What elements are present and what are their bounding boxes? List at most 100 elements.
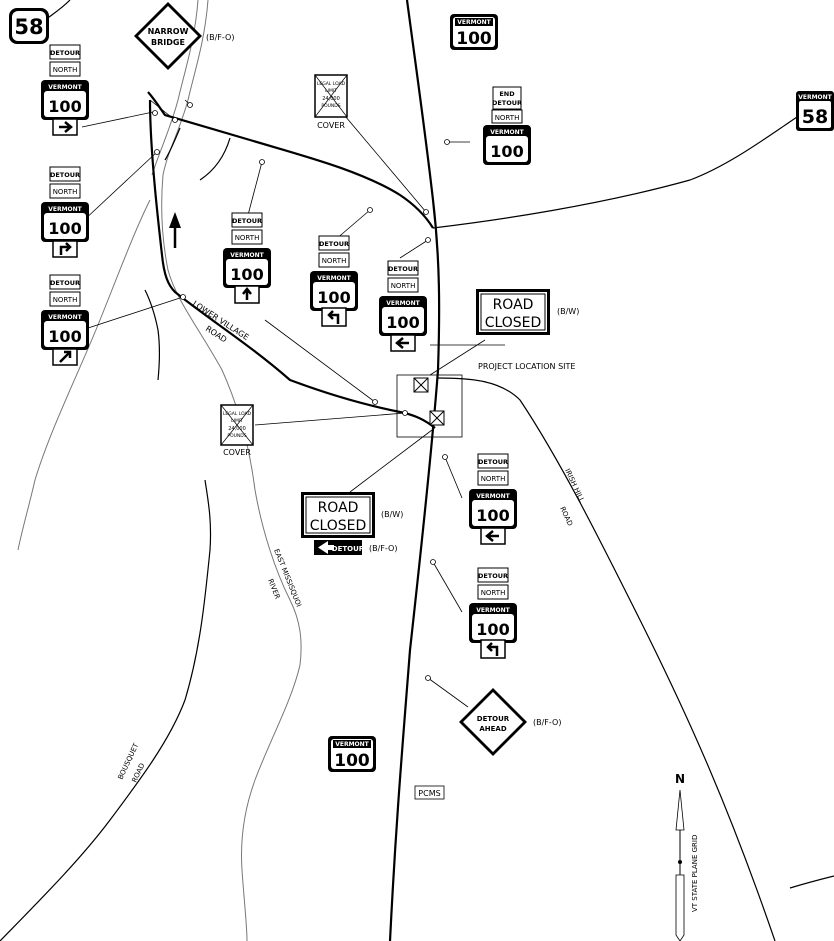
svg-text:24,000: 24,000 <box>322 96 340 102</box>
svg-text:DETOUR: DETOUR <box>332 545 365 553</box>
svg-text:LIMIT: LIMIT <box>231 418 243 424</box>
detour-assembly-4: DETOUR NORTH VERMONT 100 <box>223 212 271 304</box>
svg-text:DETOUR: DETOUR <box>232 217 262 225</box>
svg-text:LIMIT: LIMIT <box>325 88 337 94</box>
svg-text:CLOSED: CLOSED <box>310 518 367 534</box>
svg-text:100: 100 <box>48 327 81 346</box>
svg-text:100: 100 <box>476 506 509 525</box>
traffic-direction-arrow <box>169 212 181 248</box>
svg-text:NORTH: NORTH <box>322 257 347 265</box>
svg-text:DETOUR: DETOUR <box>492 99 522 107</box>
road-closed-sign-north: ROAD CLOSED <box>476 289 550 335</box>
svg-text:BRIDGE: BRIDGE <box>151 38 185 47</box>
detour-ahead-sign: DETOUR AHEAD <box>459 688 527 756</box>
svg-text:VERMONT: VERMONT <box>48 206 82 213</box>
svg-text:VERMONT: VERMONT <box>48 314 82 321</box>
svg-text:NORTH: NORTH <box>495 114 520 122</box>
river-label-2: RIVER <box>266 578 281 601</box>
svg-text:VERMONT: VERMONT <box>457 19 491 26</box>
svg-text:100: 100 <box>48 219 81 238</box>
legal-load-sign-top: LEGAL LOAD LIMIT 24,000 POUNDS <box>314 74 348 118</box>
svg-text:VERMONT: VERMONT <box>317 275 351 282</box>
narrow-bridge-note: (B/F-O) <box>206 33 234 42</box>
side-road-2 <box>164 127 181 161</box>
svg-text:POUNDS: POUNDS <box>227 433 246 439</box>
lower-village-road-north <box>147 91 434 229</box>
route-58-east <box>432 114 801 229</box>
svg-text:VERMONT: VERMONT <box>476 493 510 500</box>
svg-text:58: 58 <box>802 106 828 128</box>
end-detour-assembly: END DETOUR NORTH VERMONT 100 <box>483 86 531 165</box>
svg-text:VERMONT: VERMONT <box>386 300 420 307</box>
svg-text:END: END <box>499 90 515 98</box>
svg-text:DETOUR: DETOUR <box>478 458 508 466</box>
detour-assembly-6: DETOUR NORTH VERMONT 100 <box>379 260 427 352</box>
legal-load-sign-bottom: LEGAL LOAD LIMIT 24,000 POUNDS <box>220 404 254 446</box>
project-location-site: PROJECT LOCATION SITE <box>396 362 575 438</box>
svg-text:N: N <box>675 772 685 786</box>
svg-text:NARROW: NARROW <box>148 27 189 36</box>
road-closed-sign-south: ROAD CLOSED <box>301 492 375 538</box>
sign-posts <box>152 102 450 681</box>
bousquet-road <box>0 479 212 941</box>
narrow-bridge-sign: NARROW BRIDGE <box>134 2 202 70</box>
road-closed-south-note: (B/W) <box>381 510 403 519</box>
svg-text:LEGAL LOAD: LEGAL LOAD <box>317 81 346 87</box>
route-100-road <box>388 0 441 941</box>
svg-text:ROAD: ROAD <box>493 297 534 313</box>
detour-assembly-7: DETOUR NORTH VERMONT 100 <box>469 453 517 545</box>
route-58-shield-west: 58 <box>9 8 49 44</box>
svg-text:VERMONT: VERMONT <box>476 607 510 614</box>
east-spur <box>789 875 834 889</box>
cover-label-bottom: COVER <box>223 448 251 457</box>
svg-text:VERMONT: VERMONT <box>230 252 264 259</box>
route-100-shield-bottom: VERMONT 100 <box>328 736 376 772</box>
svg-text:NORTH: NORTH <box>391 282 416 290</box>
leader-lines <box>81 99 505 708</box>
detour-assembly-2: DETOUR NORTH VERMONT 100 <box>41 166 89 258</box>
svg-text:NORTH: NORTH <box>53 296 78 304</box>
grid-label: VT STATE PLANE GRID <box>691 835 699 912</box>
svg-text:POUNDS: POUNDS <box>321 103 340 109</box>
svg-text:100: 100 <box>230 265 263 284</box>
svg-text:NORTH: NORTH <box>53 188 78 196</box>
svg-text:100: 100 <box>334 751 370 771</box>
cover-label-top: COVER <box>317 121 345 130</box>
side-road-1 <box>199 137 231 181</box>
svg-text:DETOUR: DETOUR <box>388 265 418 273</box>
svg-text:DETOUR: DETOUR <box>50 279 80 287</box>
svg-text:VERMONT: VERMONT <box>490 129 524 136</box>
lower-village-road-west <box>148 99 436 429</box>
svg-text:NORTH: NORTH <box>481 589 506 597</box>
svg-text:100: 100 <box>490 142 523 161</box>
svg-text:VERMONT: VERMONT <box>798 94 832 101</box>
svg-text:100: 100 <box>48 97 81 116</box>
irish-hill-road-label-2: ROAD <box>558 505 574 527</box>
pcms-sign: PCMS <box>414 785 445 800</box>
detour-assembly-1: DETOUR NORTH VERMONT 100 <box>41 44 89 136</box>
svg-text:100: 100 <box>456 29 492 49</box>
svg-text:VERMONT: VERMONT <box>48 84 82 91</box>
svg-text:DETOUR: DETOUR <box>478 572 508 580</box>
detour-ahead-note: (B/F-O) <box>533 718 561 727</box>
detour-assembly-5: DETOUR NORTH VERMONT 100 <box>310 235 358 327</box>
svg-text:AHEAD: AHEAD <box>479 725 506 733</box>
svg-text:ROAD: ROAD <box>318 500 359 516</box>
detour-assembly-3: DETOUR NORTH VERMONT 100 <box>41 274 89 366</box>
svg-text:DETOUR: DETOUR <box>50 171 80 179</box>
svg-text:DETOUR: DETOUR <box>50 49 80 57</box>
irish-hill-road <box>437 377 776 941</box>
detour-assembly-8: DETOUR NORTH VERMONT 100 <box>469 567 517 659</box>
side-road-3 <box>144 289 161 381</box>
route-58-shield-east: VERMONT 58 <box>796 91 834 131</box>
svg-text:VERMONT: VERMONT <box>335 741 369 748</box>
svg-text:LEGAL LOAD: LEGAL LOAD <box>223 411 252 417</box>
road-closed-north-note: (B/W) <box>557 307 579 316</box>
svg-text:NORTH: NORTH <box>481 475 506 483</box>
route-100-shield-top: VERMONT 100 <box>450 14 498 50</box>
svg-text:100: 100 <box>317 288 350 307</box>
svg-text:100: 100 <box>476 620 509 639</box>
svg-text:NORTH: NORTH <box>235 234 260 242</box>
svg-text:DETOUR: DETOUR <box>477 715 510 723</box>
